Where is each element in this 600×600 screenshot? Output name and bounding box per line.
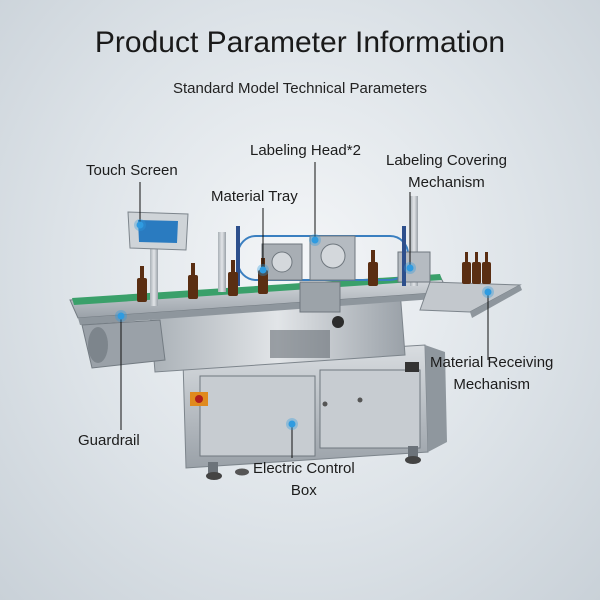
callout-dot xyxy=(404,262,416,274)
callout-material-receiving: Material Receiving Mechanism xyxy=(430,352,553,396)
callout-electric-control-line2: Box xyxy=(290,482,317,499)
callout-electric-control-box: Electric Control Box xyxy=(253,458,355,502)
bottle xyxy=(228,260,238,296)
callout-labeling-covering-line2: Mechanism xyxy=(408,174,485,191)
callout-dot xyxy=(257,264,269,276)
callout-labeling-head: Labeling Head*2 xyxy=(250,142,361,159)
cabinet-door-right xyxy=(319,369,421,449)
cabinet-door-left xyxy=(199,375,316,457)
conveyor xyxy=(69,274,449,369)
callout-material-receiving-line2: Mechanism xyxy=(453,376,531,393)
callout-dots xyxy=(115,219,494,430)
page-title: Product Parameter Information xyxy=(94,26,506,59)
callout-dot xyxy=(482,286,494,298)
touch-screen-display xyxy=(138,220,178,243)
callout-material-receiving-line1: Material Receiving xyxy=(430,354,554,371)
conveyor-belt xyxy=(72,274,442,305)
labeling-heads xyxy=(218,196,431,328)
callout-guardrail: Guardrail xyxy=(78,432,140,449)
bottle xyxy=(472,252,481,284)
bottle xyxy=(482,252,491,284)
electric-control-box xyxy=(182,344,447,480)
material-receiving-tray xyxy=(419,281,522,318)
callout-touch-screen: Touch Screen xyxy=(86,162,178,179)
page-subtitle: Standard Model Technical Parameters xyxy=(172,80,428,97)
callout-electric-control-line1: Electric Control xyxy=(253,460,355,477)
callout-labeling-covering: Labeling Covering Mechanism xyxy=(386,150,507,194)
bottle xyxy=(137,266,147,302)
bottle xyxy=(188,263,198,299)
callout-dot xyxy=(286,418,298,430)
callout-lines xyxy=(120,162,489,458)
callout-dot xyxy=(115,310,127,322)
bottle xyxy=(368,250,378,286)
callout-material-tray: Material Tray xyxy=(211,188,298,205)
callout-labeling-covering-line1: Labeling Covering xyxy=(386,152,507,169)
bottles xyxy=(137,250,491,302)
callout-dot xyxy=(309,234,321,246)
bottle xyxy=(462,252,471,284)
touch-screen-unit xyxy=(127,211,189,306)
callout-dot xyxy=(134,219,146,231)
